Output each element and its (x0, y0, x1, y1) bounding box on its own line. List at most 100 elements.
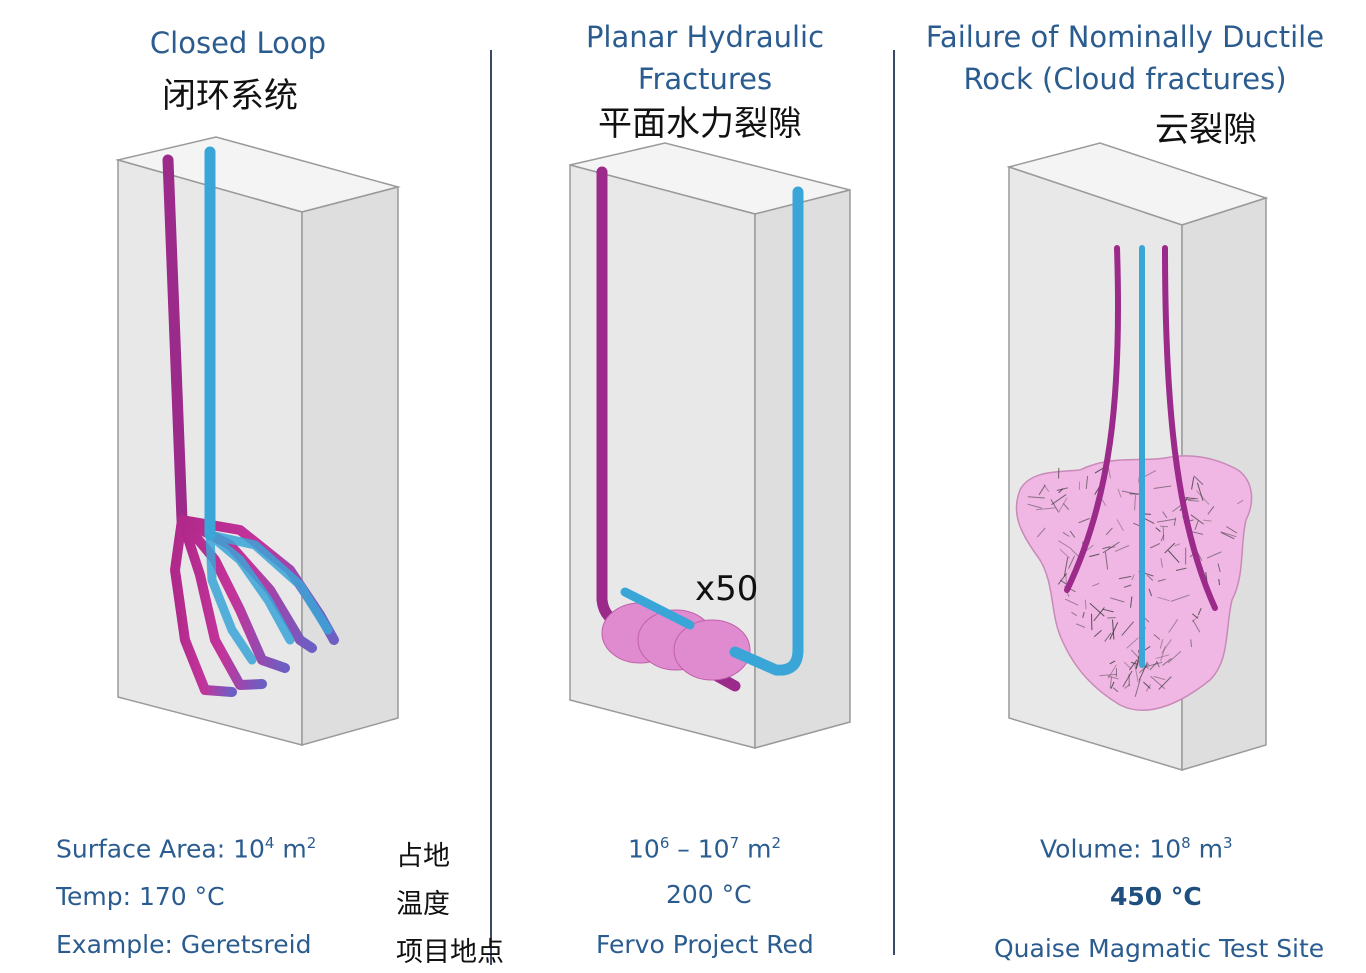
fracture-hatch-line (1058, 540, 1072, 550)
fracture-hatch-line (1130, 661, 1138, 665)
fracture-hatch-line (1196, 482, 1204, 501)
panel2-title: Planar Hydraulic Fractures (560, 16, 850, 100)
fracture-hatch-line (1150, 675, 1166, 690)
fracture-hatch-line (1162, 526, 1165, 541)
planar-fracture-system: x50 (596, 166, 804, 692)
fracture-hatch-line (1133, 522, 1140, 527)
fracture-hatch-line (1118, 575, 1132, 580)
fracture-hatch-line (1148, 588, 1153, 597)
panel1-stat-cn-site: 项目地点 (396, 937, 504, 968)
fracture-hatch-line (1126, 637, 1139, 649)
fracture-hatch-line (1036, 507, 1056, 511)
fracture-hatch-line (1190, 639, 1192, 648)
panel1-title-line1: Closed Loop (149, 26, 327, 60)
panel1-title: Closed Loop (108, 22, 368, 64)
fracture-hatch-line (1110, 681, 1115, 689)
fracture-hatch-line (1058, 488, 1064, 494)
fracture-hatch-line (1197, 608, 1202, 616)
fracture-hatch-line (1109, 660, 1116, 665)
fracture-hatch-line (1069, 530, 1076, 538)
fracture-hatch-line (1051, 494, 1067, 506)
fracture-hatch-line (1057, 572, 1067, 585)
fracture-hatch-line (1064, 598, 1079, 606)
fracture-hatch-line (1174, 543, 1181, 547)
fracture-hatch-line (1027, 503, 1043, 509)
panel2-stat-example: Fervo Project Red (596, 930, 814, 959)
fracture-hatch-line (1226, 526, 1238, 534)
fracture-hatch-line (1196, 490, 1210, 505)
fracture-hatch-line (1220, 531, 1237, 538)
fracture-hatch-line (1089, 553, 1100, 558)
panel3-stat-temp: 450 °C (1110, 882, 1202, 911)
panel3-stat-volume: Volume: 108 m3 (1040, 834, 1233, 864)
fracture-hatch-line (1062, 531, 1070, 537)
planar-injection-pipe (729, 186, 804, 676)
fracture-hatch-line (1217, 563, 1221, 573)
fracture-hatch-line (1170, 594, 1190, 602)
fracture-hatch-line (1050, 499, 1059, 512)
fracture-hatch-line (1145, 684, 1151, 692)
panel3-title-cn: 云裂隙 (1155, 110, 1257, 150)
fracture-hatch-line (1093, 629, 1102, 638)
fracture-hatch-line (1131, 574, 1135, 581)
fracture-hatch-line (1193, 475, 1204, 486)
fracture-multiplier: x50 (695, 569, 758, 609)
fracture-hatch-line (1105, 527, 1113, 536)
fracture-hatch-line (1130, 596, 1133, 608)
fracture-hatch-line (1155, 654, 1170, 659)
fracture-hatch-line (1063, 557, 1069, 577)
fracture-hatch-line (1188, 499, 1200, 502)
panel3-title-line2: Rock (Cloud fractures) (963, 62, 1287, 96)
fracture-hatch-line (1138, 661, 1148, 681)
panel2-stat-area: 106 – 107 m2 (628, 834, 781, 864)
fracture-hatch-line (1102, 541, 1120, 554)
fracture-hatch-line (1191, 615, 1199, 623)
cloud-fracture-system (1015, 245, 1253, 711)
fracture-hatch-line (1116, 519, 1125, 532)
fracture-hatch-line (1175, 567, 1187, 571)
fracture-hatch-line (1160, 646, 1166, 662)
fracture-hatch-line (1084, 599, 1087, 610)
fracture-hatch-line (1191, 477, 1195, 490)
fracture-hatch-line (1146, 661, 1163, 667)
fracture-hatch-line (1159, 525, 1169, 528)
fracture-hatch-line (1162, 658, 1172, 666)
closed-loop-injection-branches (205, 530, 333, 665)
fracture-hatch-line (1190, 514, 1204, 525)
fracture-hatch-line (1156, 518, 1176, 523)
fracture-hatch-line (1112, 619, 1115, 640)
fracture-hatch-line (1101, 498, 1107, 506)
fracture-hatch-line (1057, 497, 1068, 514)
fracture-hatch-line (1134, 664, 1139, 683)
fracture-hatch-line (1159, 638, 1164, 649)
panel3-title: Failure of Nominally Ductile Rock (Cloud… (915, 16, 1335, 100)
fracture-hatch-line (1153, 485, 1172, 489)
fracture-hatch-line (1164, 542, 1176, 554)
fracture-hatch-line (1161, 639, 1172, 654)
block1-side (301, 186, 399, 746)
cloud-production-pipe-right (1162, 245, 1218, 611)
panel3-stat-example: Quaise Magmatic Test Site (994, 934, 1325, 963)
fracture-hatch-line (1149, 661, 1158, 671)
fracture-hatch-line (1167, 550, 1180, 563)
fracture-hatch-line (1104, 552, 1109, 570)
fracture-hatch-line (1102, 608, 1114, 613)
fracture-hatch-line (1123, 661, 1132, 670)
fracture-hatch-line (1112, 687, 1119, 693)
panel1-stat-cn-temp: 温度 (396, 889, 450, 920)
panel1-stat-example: Example: Geretsreid (56, 930, 312, 959)
fracture-hatch-line (1153, 634, 1161, 640)
fracture-hatch-line (1085, 475, 1089, 489)
fracture-hatch-line (1107, 664, 1117, 679)
fracture-hatch-line (1121, 621, 1134, 636)
panel2-title-cn: 平面水力裂隙 (598, 104, 802, 144)
fracture-hatch-line (1104, 632, 1112, 642)
cloud-production-pipe-left (1064, 245, 1122, 593)
fracture-hatch-line (1197, 552, 1203, 561)
fracture-hatch-line (1138, 663, 1150, 674)
fracture-disc-3 (673, 619, 751, 681)
panel1-title-cn: 闭环系统 (162, 76, 298, 116)
fracture-hatch-line (1149, 542, 1161, 549)
fracture-hatch-line (1157, 578, 1166, 582)
